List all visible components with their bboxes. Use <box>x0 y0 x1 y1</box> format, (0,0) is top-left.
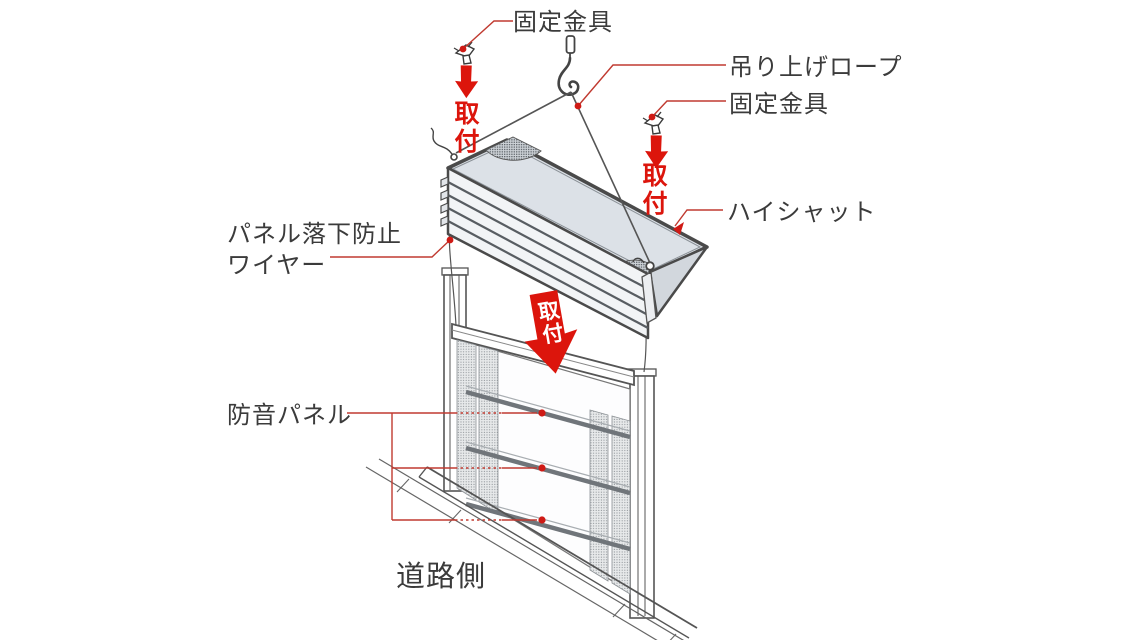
barrier-wall <box>365 267 698 640</box>
mesh-strip <box>611 415 631 595</box>
label-soundproof-panel: 防音パネル <box>227 402 352 429</box>
label-install-left: 取付 <box>451 100 479 156</box>
label-install-right: 取付 <box>639 162 667 218</box>
leader-fixing-bracket-right <box>651 100 726 118</box>
rail-line <box>465 501 631 552</box>
label-product-name: ハイシャット <box>727 199 877 226</box>
panel-rails <box>465 385 631 552</box>
leader-dot <box>538 464 546 472</box>
mesh-strip <box>478 345 499 515</box>
fixing-bracket-icon <box>453 41 475 65</box>
leader-product <box>674 209 723 227</box>
mesh-strip <box>589 409 609 582</box>
leader-dot <box>538 409 546 417</box>
leader-wire <box>330 239 451 258</box>
leader-dot <box>648 113 656 121</box>
leader-lifting-rope <box>577 64 726 107</box>
crane-hook-icon <box>557 35 580 96</box>
leader-dot <box>459 45 467 53</box>
rope-right <box>570 91 651 264</box>
rib-end-steps <box>440 176 449 227</box>
rail-line <box>465 445 631 496</box>
leader-dot <box>446 236 454 244</box>
leader-dot <box>538 516 546 524</box>
leader-fixing-bracket-top <box>462 20 513 50</box>
leader-dots <box>446 45 684 524</box>
mesh-strip <box>456 339 477 501</box>
leader-soundproof-panel <box>347 412 537 521</box>
canopy-end-cap <box>641 270 657 325</box>
label-road-side: 道路側 <box>396 561 487 593</box>
leader-arrowhead <box>673 222 684 235</box>
right-post <box>627 368 657 619</box>
label-fall-prevention-wire: パネル落下防止 ワイヤー <box>227 221 402 279</box>
big-down-arrow-icon <box>524 290 578 374</box>
lifting-ropes <box>455 91 651 264</box>
label-lifting-rope: 吊り上げロープ <box>729 54 903 81</box>
eyelet-icon <box>430 127 458 161</box>
absorber-fan <box>485 136 542 161</box>
canopy-unit <box>430 127 709 340</box>
label-fixing-bracket-top: 固定金具 <box>513 9 613 36</box>
leader-dot <box>574 102 582 110</box>
rope-left <box>455 91 572 154</box>
down-arrow-icon <box>453 63 480 100</box>
label-fixing-bracket-right: 固定金具 <box>729 91 829 118</box>
rail-line <box>465 389 631 440</box>
canopy-ribs <box>447 181 649 329</box>
leader-lines <box>330 20 726 521</box>
canopy-front-face <box>446 166 650 340</box>
